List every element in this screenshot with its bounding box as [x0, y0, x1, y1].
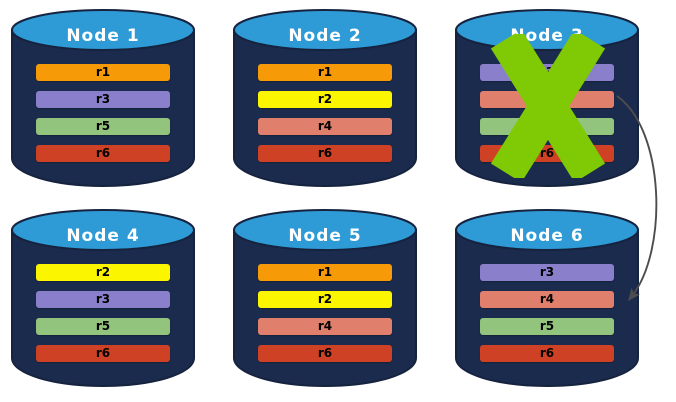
replica-bar[interactable]: r6 — [480, 145, 614, 162]
replica-label: r4 — [317, 319, 333, 333]
replica-bar[interactable]: r3 — [36, 291, 170, 308]
replica-list: r3 r4 r5 r6 — [480, 64, 614, 172]
replica-label: r6 — [539, 146, 555, 160]
replica-label: r5 — [95, 319, 111, 333]
replica-list: r1 r2 r4 r6 — [258, 264, 392, 372]
cylinder-top-ellipse — [11, 9, 195, 51]
replica-bar[interactable]: r5 — [36, 318, 170, 335]
replica-bar[interactable]: r4 — [480, 291, 614, 308]
replica-bar[interactable]: r2 — [36, 264, 170, 281]
replica-label: r1 — [317, 65, 333, 79]
replica-label: r6 — [95, 146, 111, 160]
cylinder-top-ellipse — [455, 209, 639, 251]
cylinder-top-ellipse — [11, 209, 195, 251]
replica-bar[interactable]: r1 — [36, 64, 170, 81]
replica-bar[interactable]: r5 — [480, 318, 614, 335]
replica-bar[interactable]: r6 — [258, 145, 392, 162]
replica-list: r3 r4 r5 r6 — [480, 264, 614, 372]
replica-list: r2 r3 r5 r6 — [36, 264, 170, 372]
replica-bar[interactable]: r3 — [36, 91, 170, 108]
replica-bar[interactable]: r1 — [258, 264, 392, 281]
replica-label: r2 — [95, 265, 111, 279]
cylinder-top-ellipse — [233, 209, 417, 251]
replica-label: r3 — [95, 92, 111, 106]
replica-bar[interactable]: r6 — [258, 345, 392, 362]
replica-bar[interactable]: r2 — [258, 291, 392, 308]
replica-bar[interactable]: r1 — [258, 64, 392, 81]
replica-list: r1 r2 r4 r6 — [258, 64, 392, 172]
replica-bar[interactable]: r5 — [480, 118, 614, 135]
replica-bar[interactable]: r5 — [36, 118, 170, 135]
replica-label: r2 — [317, 292, 333, 306]
replica-label: r4 — [539, 292, 555, 306]
replica-label: r4 — [539, 92, 555, 106]
replica-bar[interactable]: r3 — [480, 264, 614, 281]
replica-label: r2 — [317, 92, 333, 106]
replica-bar[interactable]: r4 — [480, 91, 614, 108]
replica-label: r3 — [539, 265, 555, 279]
replica-label: r6 — [95, 346, 111, 360]
replica-label: r3 — [539, 65, 555, 79]
replica-label: r5 — [95, 119, 111, 133]
replica-label: r1 — [317, 265, 333, 279]
replica-label: r6 — [539, 346, 555, 360]
replica-bar[interactable]: r4 — [258, 318, 392, 335]
replica-list: r1 r3 r5 r6 — [36, 64, 170, 172]
cylinder-top-ellipse — [233, 9, 417, 51]
replica-bar[interactable]: r2 — [258, 91, 392, 108]
replica-label: r3 — [95, 292, 111, 306]
replica-label: r6 — [317, 346, 333, 360]
replica-label: r4 — [317, 119, 333, 133]
replica-bar[interactable]: r6 — [36, 345, 170, 362]
replica-label: r1 — [95, 65, 111, 79]
replica-bar[interactable]: r6 — [36, 145, 170, 162]
cylinder-top-ellipse — [455, 9, 639, 51]
replica-label: r5 — [539, 119, 555, 133]
replica-bar[interactable]: r4 — [258, 118, 392, 135]
replica-bar[interactable]: r3 — [480, 64, 614, 81]
replica-label: r5 — [539, 319, 555, 333]
replica-label: r6 — [317, 146, 333, 160]
replica-bar[interactable]: r6 — [480, 345, 614, 362]
